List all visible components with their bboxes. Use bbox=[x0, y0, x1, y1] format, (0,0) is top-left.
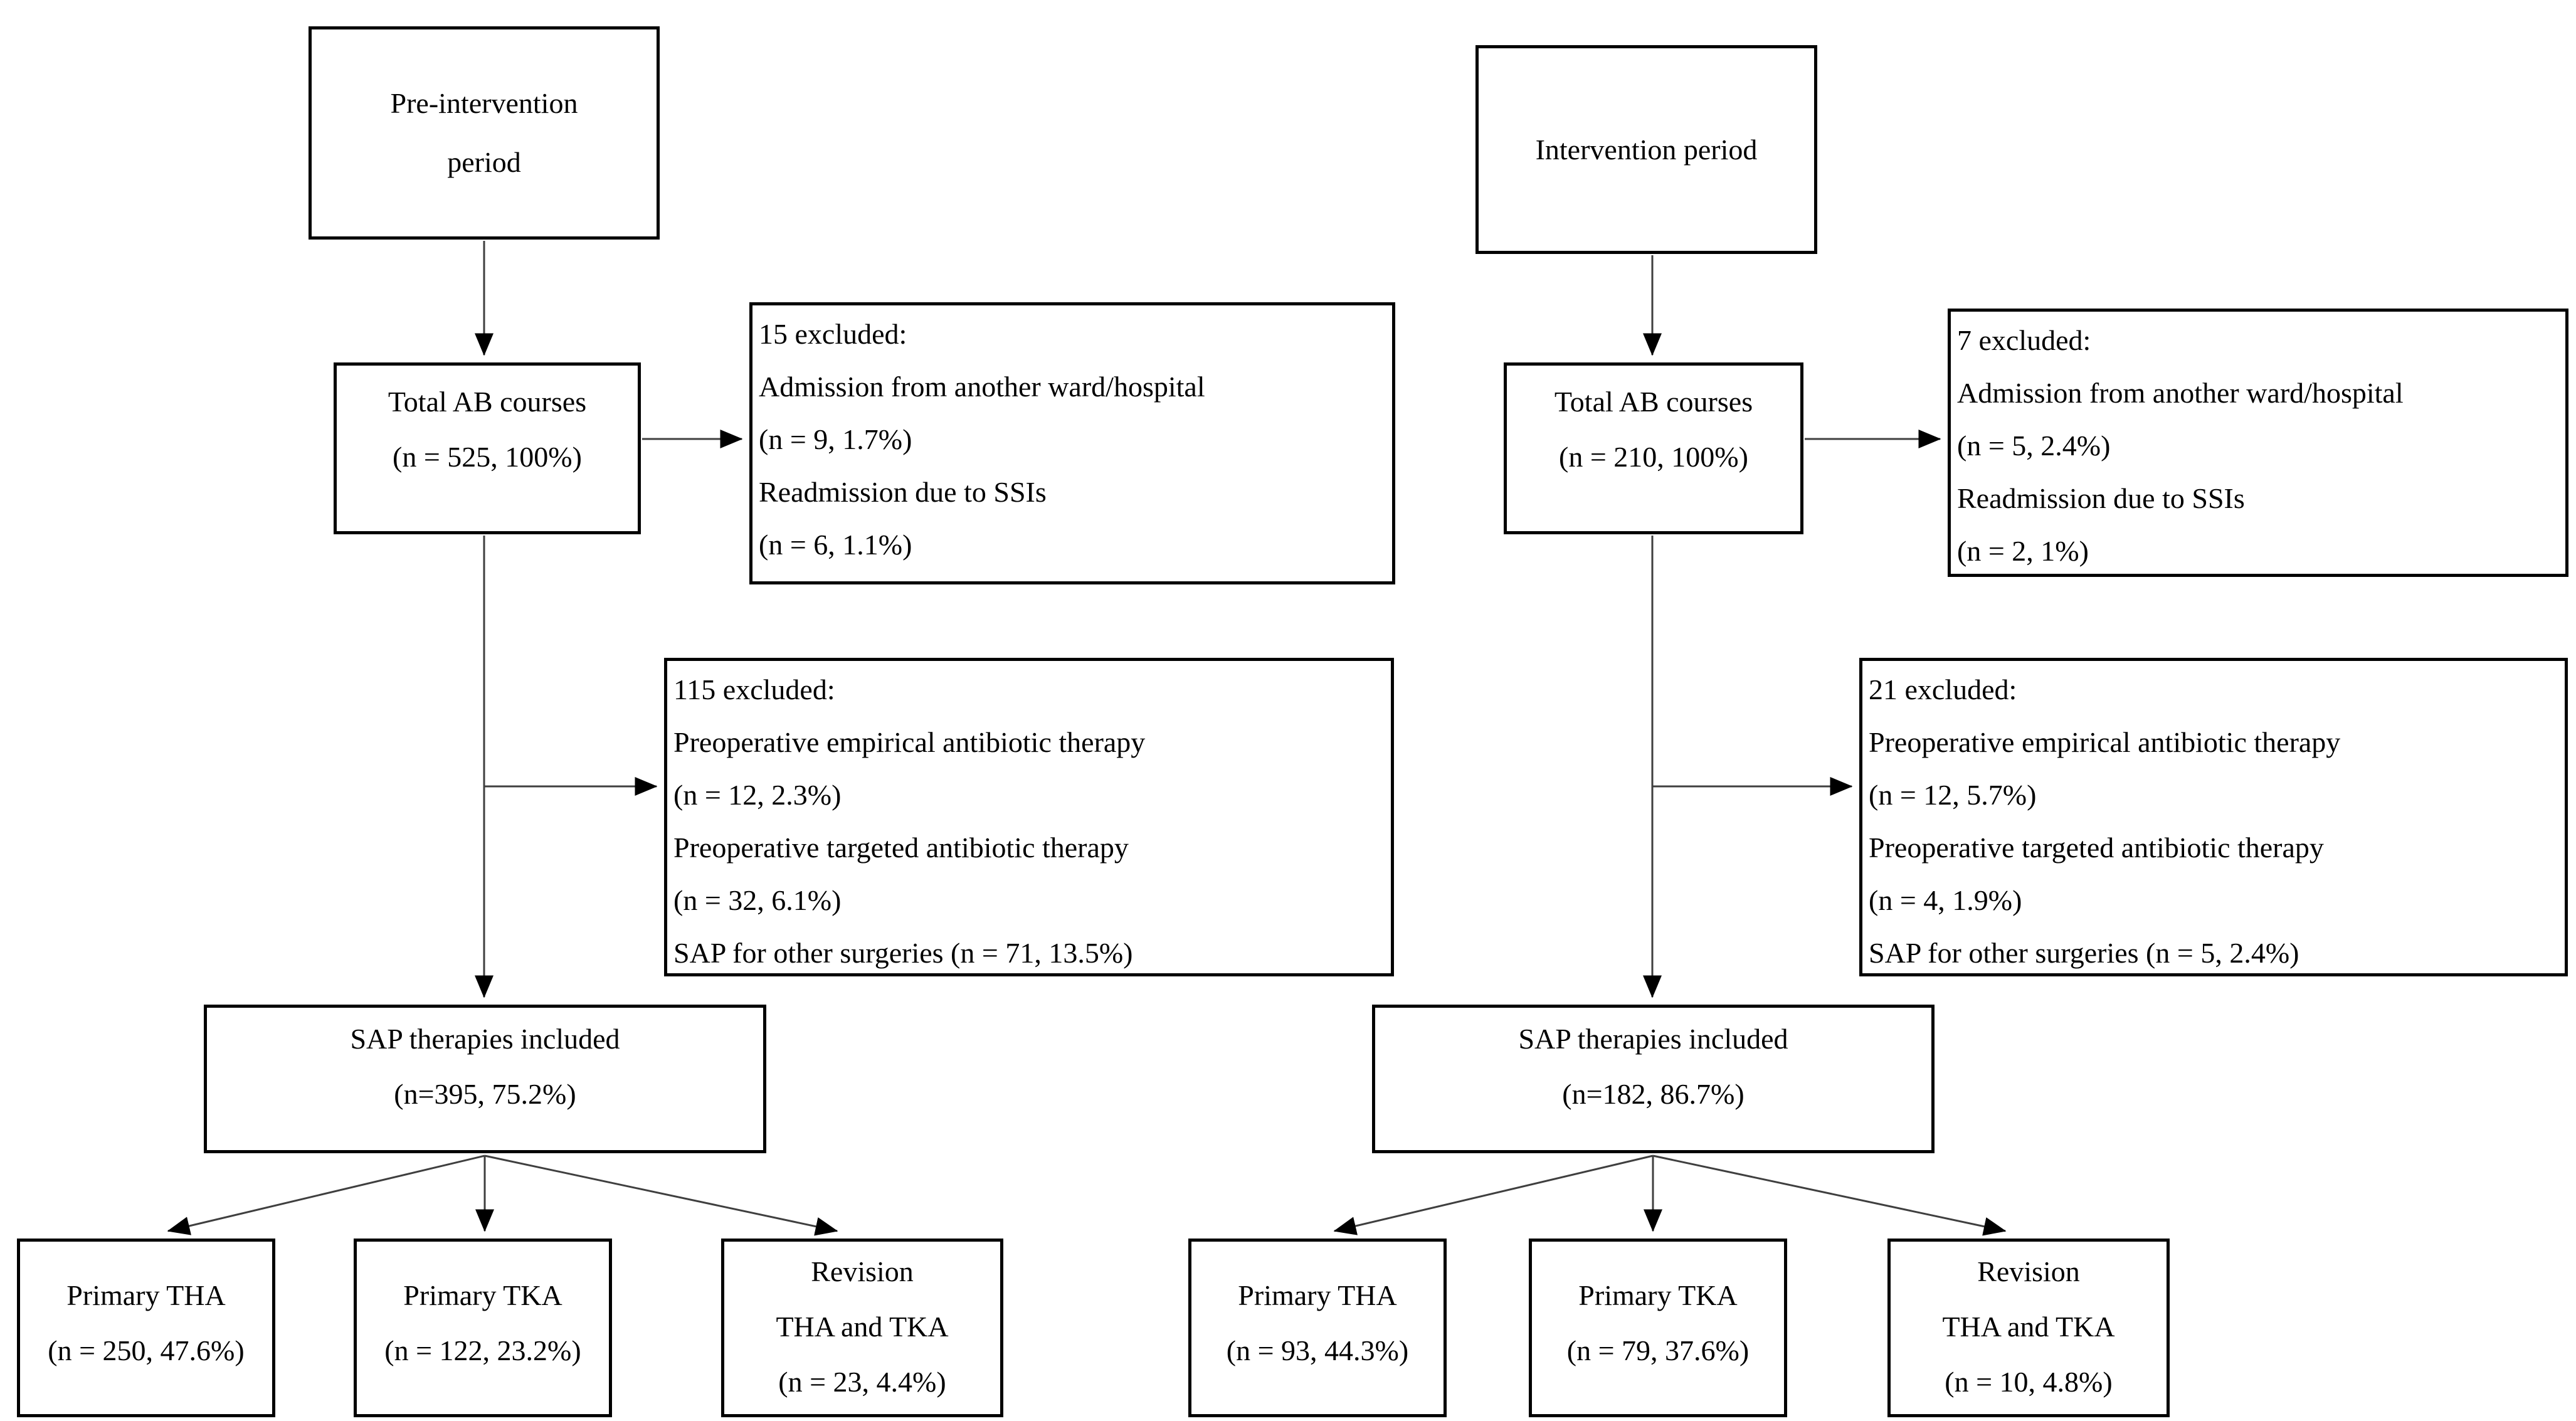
box-line: (n = 32, 6.1%) bbox=[673, 884, 842, 916]
box-line: (n = 525, 100%) bbox=[393, 441, 582, 473]
box-line: (n = 210, 100%) bbox=[1559, 441, 1748, 473]
box-line: THA and TKA bbox=[1942, 1311, 2115, 1343]
box-line: 15 excluded: bbox=[759, 318, 907, 350]
arrow-sap-to-revision-right bbox=[1652, 1154, 2007, 1236]
box-line: Revision bbox=[1977, 1255, 2080, 1287]
box-sap-therapies-included-pre: SAP therapies included (n=395, 75.2%) bbox=[204, 1005, 766, 1153]
box-intervention-period: Intervention period bbox=[1475, 45, 1817, 254]
box-primary-tka-int: Primary TKA (n = 79, 37.6%) bbox=[1529, 1239, 1787, 1417]
box-pre-intervention-period: Pre-intervention period bbox=[309, 26, 660, 240]
box-line: Preoperative targeted antibiotic therapy bbox=[673, 832, 1129, 864]
box-line: Preoperative empirical antibiotic therap… bbox=[673, 726, 1146, 758]
box-line: Preoperative targeted antibiotic therapy bbox=[1869, 832, 2324, 864]
box-line: period bbox=[447, 146, 521, 178]
box-excluded-admission-int: 7 excluded: Admission from another ward/… bbox=[1948, 309, 2568, 577]
box-line: (n = 122, 23.2%) bbox=[384, 1334, 581, 1366]
box-line: 7 excluded: bbox=[1957, 324, 2091, 356]
box-line: (n = 79, 37.6%) bbox=[1566, 1334, 1750, 1366]
box-line: (n=395, 75.2%) bbox=[394, 1078, 576, 1110]
box-line: Admission from another ward/hospital bbox=[1957, 377, 2404, 409]
box-line: Total AB courses bbox=[388, 386, 587, 418]
box-line: (n = 10, 4.8%) bbox=[1945, 1366, 2113, 1398]
box-excluded-therapy-pre: 115 excluded: Preoperative empirical ant… bbox=[664, 658, 1394, 976]
box-line: (n = 12, 2.3%) bbox=[673, 779, 842, 811]
box-line: (n = 93, 44.3%) bbox=[1226, 1334, 1409, 1366]
box-line: THA and TKA bbox=[776, 1311, 949, 1343]
box-primary-tha-int: Primary THA (n = 93, 44.3%) bbox=[1188, 1239, 1447, 1417]
box-line: (n = 12, 5.7%) bbox=[1869, 779, 2037, 811]
box-line: (n=182, 86.7%) bbox=[1562, 1078, 1745, 1110]
box-line: Primary THA bbox=[66, 1279, 226, 1311]
box-revision-tha-tka-pre: Revision THA and TKA (n = 23, 4.4%) bbox=[721, 1239, 1003, 1417]
box-revision-tha-tka-int: Revision THA and TKA (n = 10, 4.8%) bbox=[1887, 1239, 2170, 1417]
box-line: Primary TKA bbox=[403, 1279, 562, 1311]
box-line: Admission from another ward/hospital bbox=[759, 371, 1205, 403]
box-line: Readmission due to SSIs bbox=[759, 476, 1047, 508]
box-line: Pre-intervention bbox=[390, 87, 578, 119]
arrow-sap-to-primary-tha-right bbox=[1333, 1154, 1654, 1235]
box-line: 21 excluded: bbox=[1869, 674, 2017, 705]
box-excluded-admission-pre: 15 excluded: Admission from another ward… bbox=[749, 302, 1395, 584]
box-line: Preoperative empirical antibiotic therap… bbox=[1869, 726, 2341, 758]
box-line: SAP therapies included bbox=[1518, 1023, 1788, 1055]
box-line: (n = 5, 2.4%) bbox=[1957, 430, 2111, 462]
arrow-sap-to-revision-left bbox=[484, 1154, 838, 1236]
box-excluded-therapy-int: 21 excluded: Preoperative empirical anti… bbox=[1859, 658, 2568, 976]
box-line: Revision bbox=[811, 1255, 914, 1287]
box-line: 115 excluded: bbox=[673, 674, 835, 705]
box-line: (n = 23, 4.4%) bbox=[778, 1366, 946, 1398]
arrow-sap-to-primary-tha-left bbox=[167, 1154, 485, 1235]
box-line: Primary THA bbox=[1238, 1279, 1397, 1311]
box-line: SAP for other surgeries (n = 71, 13.5%) bbox=[673, 937, 1133, 969]
box-line: (n = 250, 47.6%) bbox=[48, 1334, 245, 1366]
box-line: (n = 9, 1.7%) bbox=[759, 423, 912, 455]
box-line: SAP therapies included bbox=[350, 1023, 620, 1055]
box-sap-therapies-included-int: SAP therapies included (n=182, 86.7%) bbox=[1372, 1005, 1935, 1153]
box-line: (n = 6, 1.1%) bbox=[759, 529, 912, 561]
box-primary-tka-pre: Primary TKA (n = 122, 23.2%) bbox=[354, 1239, 612, 1417]
box-total-ab-courses-pre: Total AB courses (n = 525, 100%) bbox=[334, 362, 641, 534]
box-line: Total AB courses bbox=[1554, 386, 1753, 418]
box-line: SAP for other surgeries (n = 5, 2.4%) bbox=[1869, 937, 2299, 969]
box-primary-tha-pre: Primary THA (n = 250, 47.6%) bbox=[17, 1239, 275, 1417]
box-line: (n = 4, 1.9%) bbox=[1869, 884, 2022, 916]
box-line: Readmission due to SSIs bbox=[1957, 482, 2245, 514]
box-line: Primary TKA bbox=[1578, 1279, 1738, 1311]
box-total-ab-courses-int: Total AB courses (n = 210, 100%) bbox=[1504, 362, 1803, 534]
box-line: Intervention period bbox=[1535, 133, 1758, 166]
box-line: (n = 2, 1%) bbox=[1957, 535, 2089, 567]
